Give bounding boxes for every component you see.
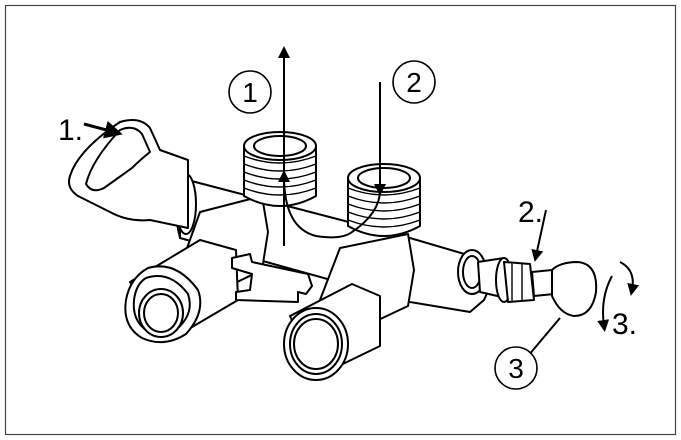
- step-2-pointer: [531, 209, 547, 262]
- callout-circle-2: [392, 60, 436, 104]
- threaded-inlet-2: [347, 163, 421, 237]
- callout-circle-3: [494, 346, 538, 390]
- callout-circle-1: [228, 70, 272, 114]
- diagram-border: [4, 4, 677, 436]
- rotate-arrow-cw: [619, 261, 640, 296]
- flow-2-label: 2: [406, 67, 422, 98]
- threaded-inlet-1: [243, 131, 317, 207]
- flow-path: [278, 170, 382, 239]
- right-outlet: [283, 233, 415, 381]
- step-1-arrow: [83, 120, 123, 139]
- step-1-label: 1.: [58, 114, 83, 147]
- spindle-assembly: [457, 249, 598, 317]
- key-plate: [231, 253, 313, 303]
- flow-1-label: 1: [242, 77, 258, 108]
- callout-3-leader: [527, 317, 561, 357]
- callout-3-label: 3: [508, 353, 524, 384]
- step-2-label: 2.: [518, 196, 543, 229]
- valve-handle: [68, 119, 189, 229]
- step-3-label: 3.: [612, 308, 637, 341]
- rotate-arrow-ccw: [597, 275, 613, 332]
